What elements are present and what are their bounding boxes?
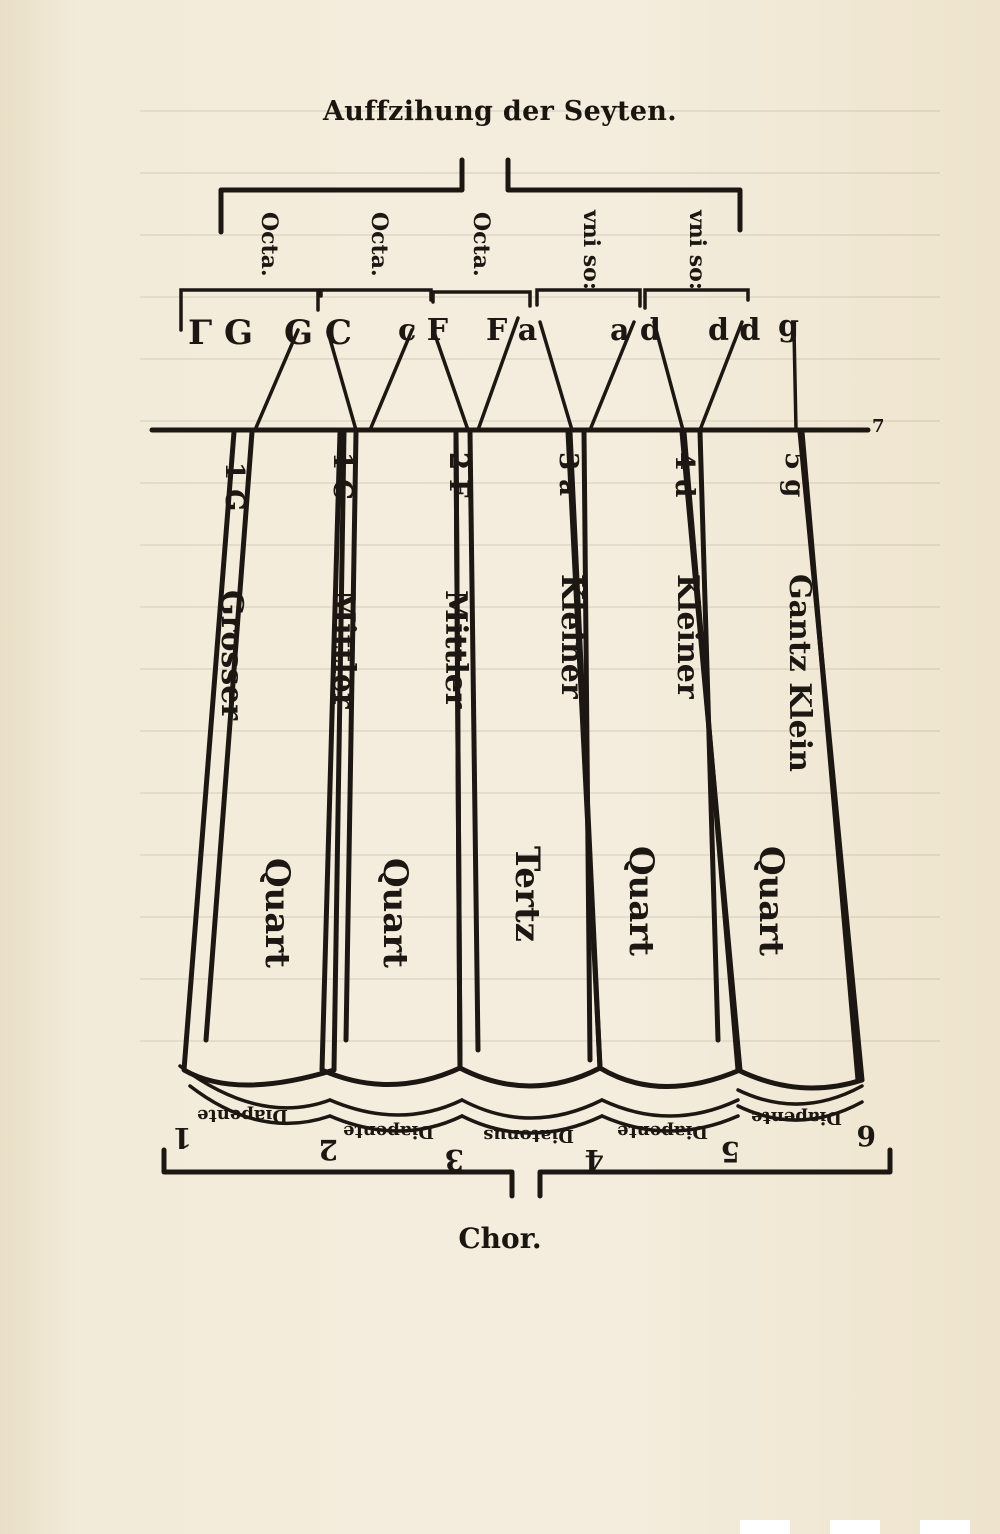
course-name: Gantz Klein [782, 574, 817, 772]
arc-label: Diatonus [483, 1125, 574, 1146]
string-interval: Quart [621, 846, 661, 956]
course-numbers: 1 2 3 4 5 6 [173, 1119, 876, 1176]
course-names: Grosser Mittler Mittler Kleiner Kleiner … [214, 574, 817, 772]
string-interval: Tertz [507, 846, 547, 942]
course-name: Mittler [326, 590, 361, 710]
interval-label: Octa. [366, 212, 392, 277]
arc-label: Diapente [751, 1107, 842, 1128]
course-name: Kleiner [670, 574, 705, 700]
course-name: Kleiner [554, 574, 589, 700]
pitch-letters: F a [486, 313, 537, 348]
arc-label: Diapente [343, 1121, 434, 1142]
scan-edge-mark [740, 1520, 790, 1534]
interval-label: vni so: [578, 209, 604, 290]
fret-label: 5 g [779, 452, 809, 497]
fret-label: 2 F [443, 452, 473, 498]
course-number: 2 [319, 1133, 338, 1166]
choir-label: Chor. [458, 1222, 542, 1255]
pitch-letters: a d [610, 313, 661, 348]
scan-edge-mark [920, 1520, 970, 1534]
course-necks [181, 429, 865, 1091]
pitch-letters: G C [284, 313, 352, 353]
interval-labels: Octa. Octa. Octa. vni so: vni so: [256, 209, 710, 290]
top-bracket [218, 157, 743, 235]
scan-edge-mark [830, 1520, 880, 1534]
interval-label: vni so: [684, 209, 710, 290]
peg-strings [253, 316, 798, 432]
pitch-letters: Γ G [188, 313, 253, 353]
arc-label: Diapente [617, 1121, 708, 1142]
fret-label: 1 G [219, 462, 249, 511]
course-number: 5 [721, 1135, 740, 1168]
pitch-letter-row: Γ G G C c F F a a d d d g [188, 309, 799, 353]
string-interval-labels: Quart Quart Tertz Quart Quart [257, 846, 791, 968]
course-number: 4 [585, 1143, 604, 1176]
course-name: Mittler [438, 590, 473, 710]
marginal-number: 7 [872, 416, 885, 437]
course-number: 1 [173, 1121, 192, 1154]
interval-brackets [179, 288, 750, 332]
fret-label: 1 C [327, 452, 357, 500]
course-name: Grosser [214, 590, 249, 721]
arc-bands: Diapente Diapente Diatonus Diapente Diap… [178, 1064, 864, 1146]
fret-labels: 1 G 1 C 2 F 3 a 4 d 5 g [219, 452, 809, 511]
interval-label: Octa. [468, 212, 494, 277]
fret-label: 3 a [553, 452, 583, 496]
string-interval: Quart [751, 846, 791, 956]
arc-label: Diapente [197, 1105, 288, 1126]
interval-label: Octa. [256, 212, 282, 277]
string-interval: Quart [257, 858, 297, 968]
string-interval: Quart [375, 858, 415, 968]
page-title: Auffzihung der Seyten. [323, 96, 677, 127]
bottom-bracket [161, 1147, 893, 1199]
course-number: 6 [857, 1119, 876, 1152]
fret-label: 4 d [669, 452, 699, 497]
course-number: 3 [445, 1143, 464, 1176]
